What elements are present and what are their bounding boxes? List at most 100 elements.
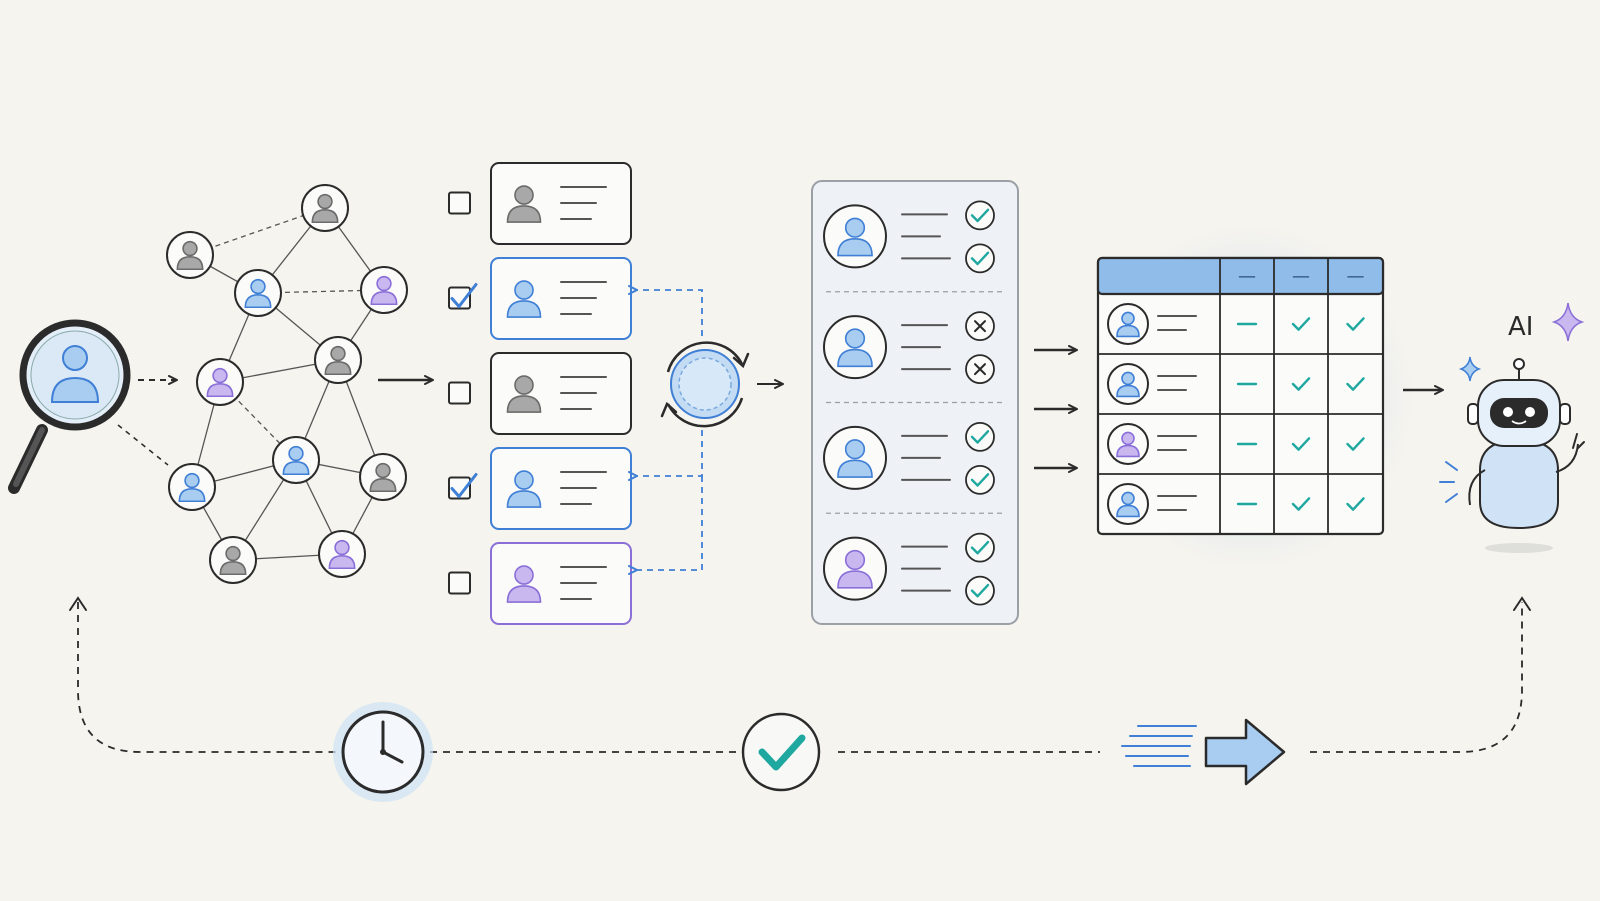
approved-icon [965,575,995,606]
rejected-icon [965,311,995,342]
person-icon [166,231,214,279]
table-row [1098,353,1383,405]
people-network [166,184,408,584]
candidate-card[interactable] [490,257,632,340]
table-row [1098,413,1383,465]
text-lines [901,545,951,592]
review-row [823,512,1004,606]
check-mark [1346,497,1365,511]
check-mark [1291,497,1311,511]
person-icon [506,470,542,508]
approved-icon [965,532,995,563]
check-mark [970,473,990,487]
candidate-card[interactable] [490,447,632,530]
person-icon [1107,483,1149,525]
up-arrow [69,596,87,611]
person-icon [1107,303,1149,345]
candidate-card[interactable] [490,352,632,435]
person-icon [1107,423,1149,465]
magnifying-glass-icon [8,319,131,494]
sparkle-icon [1551,302,1585,342]
person-icon [318,530,366,578]
candidate-card[interactable] [490,542,632,625]
card-checkbox[interactable] [448,571,471,595]
dashed-link [117,424,169,466]
person-icon [506,375,542,413]
review-panel [811,180,1019,625]
text-lines [1157,315,1197,331]
table-header-cell: — [1347,266,1365,287]
fast-forward-arrow-icon [1121,718,1286,786]
table-header [1096,256,1385,296]
sync-cycle-icon [660,341,750,428]
person-icon [168,463,216,511]
person-icon [506,185,542,223]
results-table: — — — [1085,222,1415,572]
check-mark [970,430,990,444]
approved-icon [965,243,995,274]
text-lines [560,281,607,315]
approved-icon [965,421,995,452]
review-row [823,200,995,274]
table-header-cell: — [1292,266,1310,287]
text-lines [1157,435,1197,451]
person-icon [1107,363,1149,405]
person-icon [314,336,362,384]
text-lines [901,434,951,481]
check-mark [970,583,990,598]
candidate-card-list [448,162,632,625]
ai-badge: AI [1508,312,1533,342]
text-lines [560,471,607,505]
check-mark [1346,317,1365,331]
person-icon [301,184,349,232]
person-icon [823,204,887,269]
table-header-cell: — [1238,266,1256,287]
person-icon [196,358,244,406]
check-mark [450,283,478,308]
feedback-arrows [628,285,703,575]
check-mark [970,208,990,223]
motion-lines [1439,461,1458,503]
check-mark [970,540,990,555]
approved-icon [965,464,995,495]
table-row [1098,473,1383,525]
check-mark [1346,377,1365,391]
clock-icon [333,702,433,802]
rejected-icon [965,354,995,385]
card-checkbox[interactable] [448,473,478,500]
text-lines [901,213,951,260]
check-mark [450,473,478,498]
person-icon [506,565,542,603]
approved-icon [965,200,995,231]
candidate-card[interactable] [490,162,632,245]
check-mark [1346,437,1365,451]
review-row [823,291,1004,385]
person-icon [234,269,282,317]
card-checkbox[interactable] [448,283,478,310]
text-lines [560,566,607,600]
person-icon [209,536,257,584]
up-arrow [1513,596,1531,611]
card-checkbox[interactable] [448,191,471,215]
sparkle-icon [1458,356,1482,382]
person-icon [360,266,408,314]
person-icon [50,345,100,403]
check-mark [1291,437,1311,451]
review-row [823,401,1004,495]
person-icon [359,453,407,501]
text-lines [901,324,951,371]
arrows-to-table [1034,345,1078,473]
timeline-path [77,602,1523,753]
check-mark [1291,377,1311,391]
table-row [1107,303,1365,345]
person-icon [506,280,542,318]
person-icon [272,436,320,484]
card-checkbox[interactable] [448,381,471,405]
ai-robot-icon [1439,358,1585,553]
text-lines [560,186,607,220]
check-mark [970,251,990,266]
text-lines [1157,495,1197,511]
check-circle-icon [741,712,821,792]
person-icon [823,536,887,601]
